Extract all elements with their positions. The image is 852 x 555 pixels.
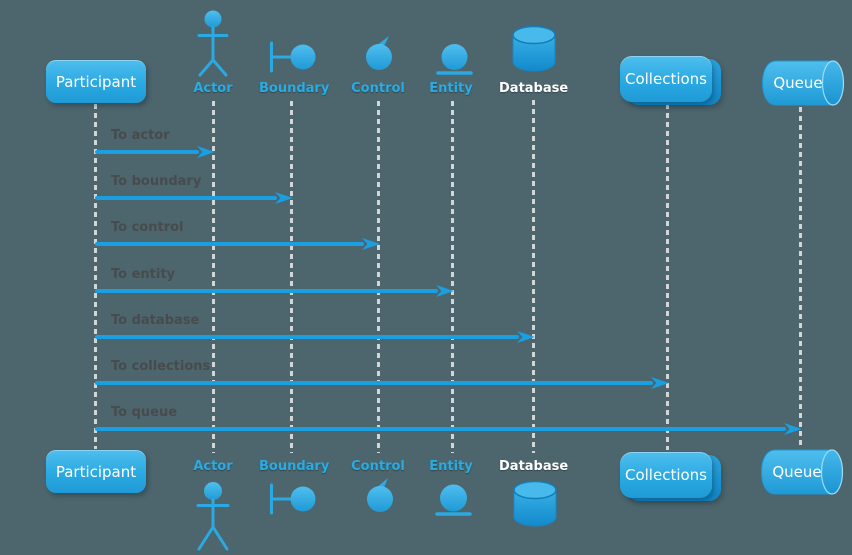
lifeline-queue (799, 107, 802, 449)
entity-footer-label: Entity (429, 459, 473, 474)
participant-node-top[interactable]: Participant (46, 60, 146, 103)
boundary-icon[interactable] (266, 41, 318, 75)
message-line (95, 242, 364, 246)
collections-label: Collections (624, 466, 707, 484)
lifeline-control (377, 101, 380, 453)
message-label: To database (111, 313, 200, 328)
actor-footer-label: Actor (193, 459, 233, 474)
control-icon[interactable] (362, 473, 400, 514)
control-footer-label: Control (351, 459, 405, 474)
queue-cylinder-icon[interactable] (760, 449, 844, 495)
actor-header-label: Actor (193, 81, 233, 96)
message-line (95, 335, 519, 339)
queue-node-bottom[interactable]: Queue (760, 449, 834, 495)
database-cylinder-icon[interactable] (513, 479, 557, 529)
message-line (95, 381, 653, 385)
queue-node-top[interactable]: Queue (761, 60, 835, 106)
collections-node-top[interactable]: Collections (620, 56, 712, 102)
actor-stick-figure-icon[interactable] (191, 478, 235, 555)
entity-icon[interactable] (435, 42, 473, 76)
message-label: To actor (111, 128, 170, 143)
database-header-label: Database (499, 81, 569, 96)
message-line (95, 289, 438, 293)
control-icon[interactable] (362, 35, 400, 76)
message-label: To queue (111, 405, 178, 420)
message-line (95, 427, 786, 431)
participant-label: Participant (55, 72, 137, 91)
lifeline-entity (451, 101, 454, 453)
lifeline-actor (212, 101, 215, 453)
actor-stick-figure-icon[interactable] (191, 9, 235, 77)
boundary-header-label: Boundary (259, 81, 330, 96)
message-label: To boundary (111, 174, 202, 189)
database-cylinder-icon[interactable] (512, 25, 556, 73)
lifeline-boundary (290, 101, 293, 453)
message-label: To collections (111, 359, 211, 374)
entity-icon[interactable] (434, 483, 472, 517)
lifeline-database (532, 100, 535, 453)
lifeline-collections (666, 104, 669, 450)
message-label: To entity (111, 267, 176, 282)
boundary-icon[interactable] (266, 483, 318, 517)
message-line (95, 196, 277, 200)
boundary-footer-label: Boundary (259, 459, 330, 474)
entity-header-label: Entity (429, 81, 473, 96)
participant-label: Participant (55, 462, 137, 481)
collections-label: Collections (624, 70, 707, 88)
collections-node-bottom[interactable]: Collections (620, 452, 712, 498)
database-footer-label: Database (499, 459, 569, 474)
lifeline-participant (94, 104, 97, 449)
message-label: To control (111, 220, 184, 235)
queue-label: Queue (772, 463, 822, 481)
control-header-label: Control (351, 81, 405, 96)
queue-cylinder-icon[interactable] (761, 60, 845, 106)
queue-label: Queue (773, 74, 823, 92)
participant-node-bottom[interactable]: Participant (46, 450, 146, 493)
message-line (95, 150, 199, 154)
